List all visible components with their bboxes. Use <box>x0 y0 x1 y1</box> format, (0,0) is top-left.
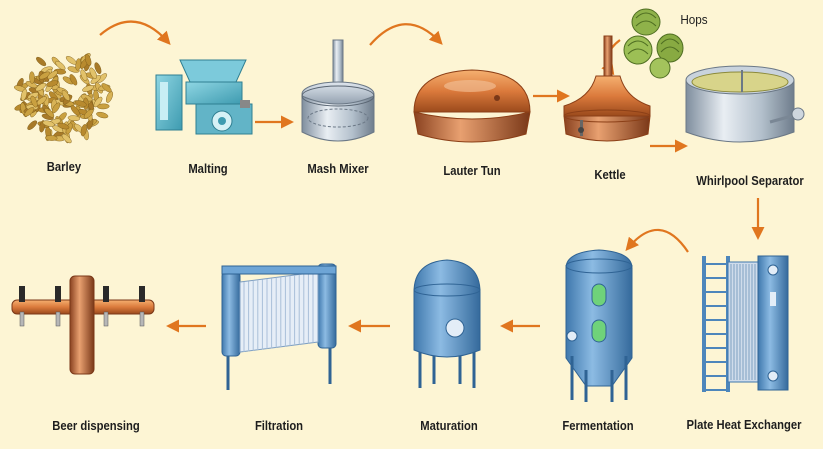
step-label-filtration: Filtration <box>254 419 304 433</box>
barley-grain <box>89 67 97 80</box>
malting-machine-illustration <box>155 59 253 135</box>
barley-grain <box>69 74 78 86</box>
barley-grain <box>67 115 81 122</box>
barley-grain <box>39 71 51 80</box>
barley-grain <box>97 103 110 110</box>
maturation-tank-illustration <box>413 259 481 388</box>
barley-grain <box>61 89 71 101</box>
arrow-exchanger-to-fermentation <box>625 228 689 253</box>
barley-grain <box>74 100 87 107</box>
barley-grain <box>80 124 87 137</box>
barley-grain <box>106 91 113 103</box>
step-label-lauter-tun: Lauter Tun <box>443 164 501 178</box>
barley-grain <box>70 105 80 116</box>
step-label-whirlpool-separator: Whirlpool Separator <box>696 174 804 188</box>
barley-grain <box>83 109 94 119</box>
hop-cone <box>631 8 661 36</box>
arrow-barley-to-malting <box>99 20 171 45</box>
barley-grain <box>82 85 94 92</box>
plate-heat-exchanger-illustration <box>702 255 789 392</box>
tap-handle <box>19 286 25 302</box>
barley-grain <box>80 69 88 82</box>
barley-grain <box>44 108 55 118</box>
step-label-plate-heat-exchanger: Plate Heat Exchanger <box>686 418 802 432</box>
hops-label: Hops <box>680 12 708 27</box>
barley-grain <box>46 80 59 87</box>
tap-handle <box>139 286 145 302</box>
step-label-barley: Barley <box>46 160 82 174</box>
barley-grain <box>24 107 35 117</box>
hop-cone <box>656 33 684 63</box>
tap-spout <box>139 311 145 327</box>
step-label-kettle: Kettle <box>594 168 626 182</box>
step-label-maturation: Maturation <box>420 419 478 433</box>
barley-grain <box>84 54 92 66</box>
fermentation-tank-illustration <box>565 249 633 402</box>
hop-cone <box>623 35 653 65</box>
step-label-beer-dispensing: Beer dispensing <box>52 419 140 433</box>
barley-grain <box>29 71 35 84</box>
beer-tap-illustration <box>11 275 155 375</box>
barley-grain <box>51 102 61 114</box>
barley-grain <box>30 95 38 108</box>
barley-grain <box>93 96 103 108</box>
kettle-illustration <box>563 35 651 142</box>
tap-handle <box>103 286 109 302</box>
lauter-tun-illustration <box>413 69 531 143</box>
barley-grain <box>27 120 38 130</box>
barley-illustration <box>13 53 113 144</box>
barley-grain <box>45 135 58 141</box>
tap-spout <box>103 311 109 327</box>
barley-grain <box>47 70 58 80</box>
barley-grain <box>96 111 109 119</box>
mash-mixer-illustration <box>301 39 375 142</box>
barley-grain <box>35 82 47 92</box>
whirlpool-separator-illustration <box>685 65 805 143</box>
barley-grain <box>94 62 102 75</box>
tap-spout <box>19 311 25 327</box>
barley-grain <box>20 88 28 101</box>
tap-handle <box>55 286 61 302</box>
barley-grain <box>101 83 112 93</box>
barley-grain <box>42 120 55 127</box>
step-label-fermentation: Fermentation <box>562 419 634 433</box>
barley-grain <box>55 60 66 71</box>
tap-spout <box>55 311 61 327</box>
barley-grain <box>36 56 47 67</box>
barley-grain <box>61 133 72 144</box>
barley-grain <box>65 55 77 65</box>
hops-illustration <box>623 8 684 79</box>
step-label-malting: Malting <box>188 162 228 176</box>
arrow-mash-to-lauter <box>369 23 443 46</box>
hop-cone <box>649 57 671 79</box>
step-label-mash-mixer: Mash Mixer <box>307 162 369 176</box>
barley-grain <box>57 122 70 130</box>
filtration-unit-illustration <box>221 263 337 390</box>
